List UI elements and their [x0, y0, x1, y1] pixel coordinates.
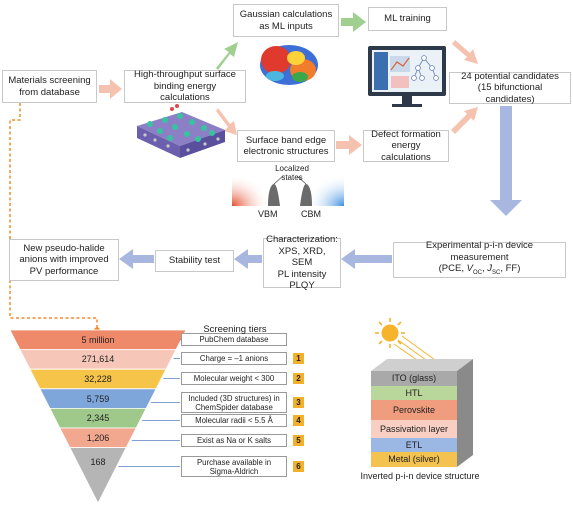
arrow-ml-candidates	[452, 40, 478, 64]
arrow-gaussian-ml	[341, 12, 366, 32]
device-caption: Inverted p-i-n device structure	[360, 471, 480, 481]
criterion-box-1: Charge = –1 anions	[181, 352, 287, 365]
arrow-to-bandedge	[216, 108, 237, 135]
tier-number-badge-1: 1	[293, 353, 304, 364]
dashed-connector	[9, 103, 98, 330]
arrow-materials-throughput	[99, 79, 122, 99]
device-stack-3d	[371, 359, 473, 467]
device-layer-5: Metal (silver)	[371, 452, 457, 467]
stability-box: Stability test	[155, 250, 234, 272]
screening-funnel	[9, 329, 187, 504]
arrow-candidates-experimental	[490, 106, 522, 216]
candidates-box: 24 potential candidates(15 bifunctional …	[449, 71, 571, 105]
band-edge-illustration	[232, 174, 344, 206]
vbm-label: VBM	[258, 209, 278, 219]
experimental-box: Experimental p-i-n device measurement (P…	[393, 240, 566, 278]
arrow-stability-anions	[119, 249, 154, 269]
tier-number-badge-6: 6	[293, 461, 304, 472]
tier-number-badge-4: 4	[293, 415, 304, 426]
criterion-box-4: Molecular radii < 5.5 Å	[181, 414, 287, 427]
device-layer-3: Passivation layer	[371, 420, 457, 438]
funnel-count-5: 1,206	[86, 432, 110, 443]
criterion-box-5: Exist as Na or K salts	[181, 434, 287, 447]
funnel-count-6: 168	[90, 456, 106, 467]
arrow-char-stability	[234, 249, 262, 269]
experimental-metrics: (PCE, VOC, JSC, FF)	[438, 263, 521, 277]
arrow-defect-candidates	[451, 107, 478, 134]
funnel-count-2: 32,228	[84, 374, 112, 384]
tier-number-badge-5: 5	[293, 435, 304, 446]
funnel-count-0: 5 million	[81, 334, 115, 345]
criterion-box-0: PubChem database	[181, 333, 287, 346]
cbm-label: CBM	[301, 209, 321, 219]
device-layer-1: HTL	[371, 386, 457, 400]
arrow-experimental-char	[341, 249, 392, 269]
screening-tiers-title: Screening tiers	[203, 324, 267, 335]
device-layer-2: Perovskite	[371, 400, 457, 420]
funnel-count-1: 271,614	[81, 354, 115, 365]
arrow-bandedge-defect	[336, 135, 362, 155]
molecule-illustration	[260, 45, 318, 85]
crystal-slab-illustration	[137, 104, 225, 158]
computer-illustration	[368, 46, 446, 107]
device-layer-4: ETL	[371, 438, 457, 452]
arrow-to-gaussian	[216, 42, 238, 70]
funnel-tier-6	[69, 447, 127, 504]
criterion-box-2: Molecular weight < 300	[181, 372, 287, 385]
ml-training-box: ML training	[368, 7, 447, 31]
funnel-count-3: 5,759	[86, 393, 110, 404]
funnel-count-4: 2,345	[86, 413, 110, 424]
tier-number-badge-2: 2	[293, 373, 304, 384]
device-layer-0: ITO (glass)	[371, 371, 457, 386]
tier-number-badge-3: 3	[293, 397, 304, 408]
